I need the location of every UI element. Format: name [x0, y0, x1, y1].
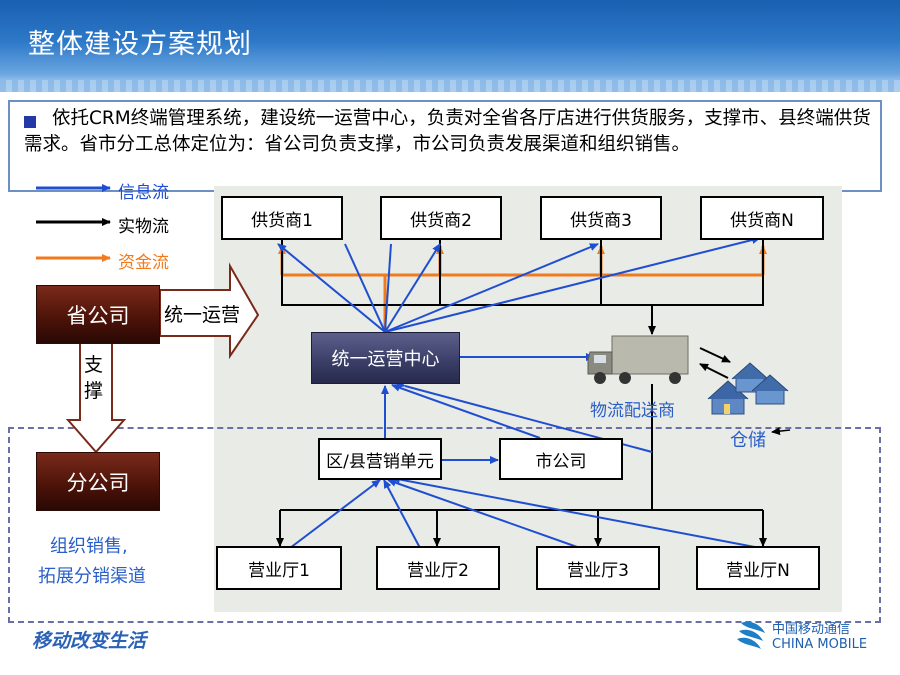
legend-info-label: 信息流 [118, 183, 169, 203]
warehouse-label: 仓储 [730, 430, 766, 451]
city-company-box: 市公司 [499, 438, 623, 480]
brand-en: CHINA MOBILE [772, 637, 868, 652]
branch-role-line2: 拓展分销渠道 [38, 566, 146, 587]
county-unit-box: 区/县营销单元 [318, 438, 442, 480]
legend-goods-label: 实物流 [118, 217, 169, 237]
china-mobile-logo [737, 621, 765, 649]
support-big-arrow [65, 339, 127, 454]
ops-center-box: 统一运营中心 [311, 332, 460, 384]
bullet-icon [24, 116, 36, 128]
ops-arrow-label: 统一运营 [164, 304, 241, 326]
hall-box-n: 营业厅N [696, 546, 820, 590]
supplier-box-2: 供货商2 [380, 196, 502, 240]
logistics-label: 物流配送商 [590, 401, 675, 421]
support-arrow-label: 支撑 [84, 354, 104, 402]
ops-big-arrow [159, 262, 260, 360]
supplier-box-3: 供货商3 [540, 196, 662, 240]
banner-stripe [0, 80, 900, 92]
title-banner: 整体建设方案规划 [0, 0, 900, 92]
page-title: 整体建设方案规划 [28, 29, 252, 60]
intro-box: 依托CRM终端管理系统，建设统一运营中心，负责对全省各厅店进行供货服务，支撑市、… [8, 100, 882, 192]
brand-name: 中国移动通信 CHINA MOBILE [772, 622, 867, 652]
branch-company-box: 分公司 [36, 452, 160, 511]
branch-role-line1: 组织销售, [50, 536, 128, 557]
province-company-box: 省公司 [36, 285, 160, 344]
supplier-box-n: 供货商N [700, 196, 824, 240]
truck-icon [587, 335, 689, 384]
warehouse-icon [707, 362, 789, 415]
footer-slogan: 移动改变生活 [32, 630, 147, 652]
intro-text: 依托CRM终端管理系统，建设统一运营中心，负责对全省各厅店进行供货服务，支撑市、… [24, 108, 871, 155]
hall-box-3: 营业厅3 [536, 546, 660, 590]
hall-box-1: 营业厅1 [216, 546, 342, 590]
legend-funds-label: 资金流 [118, 253, 169, 273]
brand-cn: 中国移动通信 [772, 622, 851, 637]
branch-region-frame [8, 427, 881, 623]
supplier-box-1: 供货商1 [221, 196, 343, 240]
hall-box-2: 营业厅2 [376, 546, 500, 590]
